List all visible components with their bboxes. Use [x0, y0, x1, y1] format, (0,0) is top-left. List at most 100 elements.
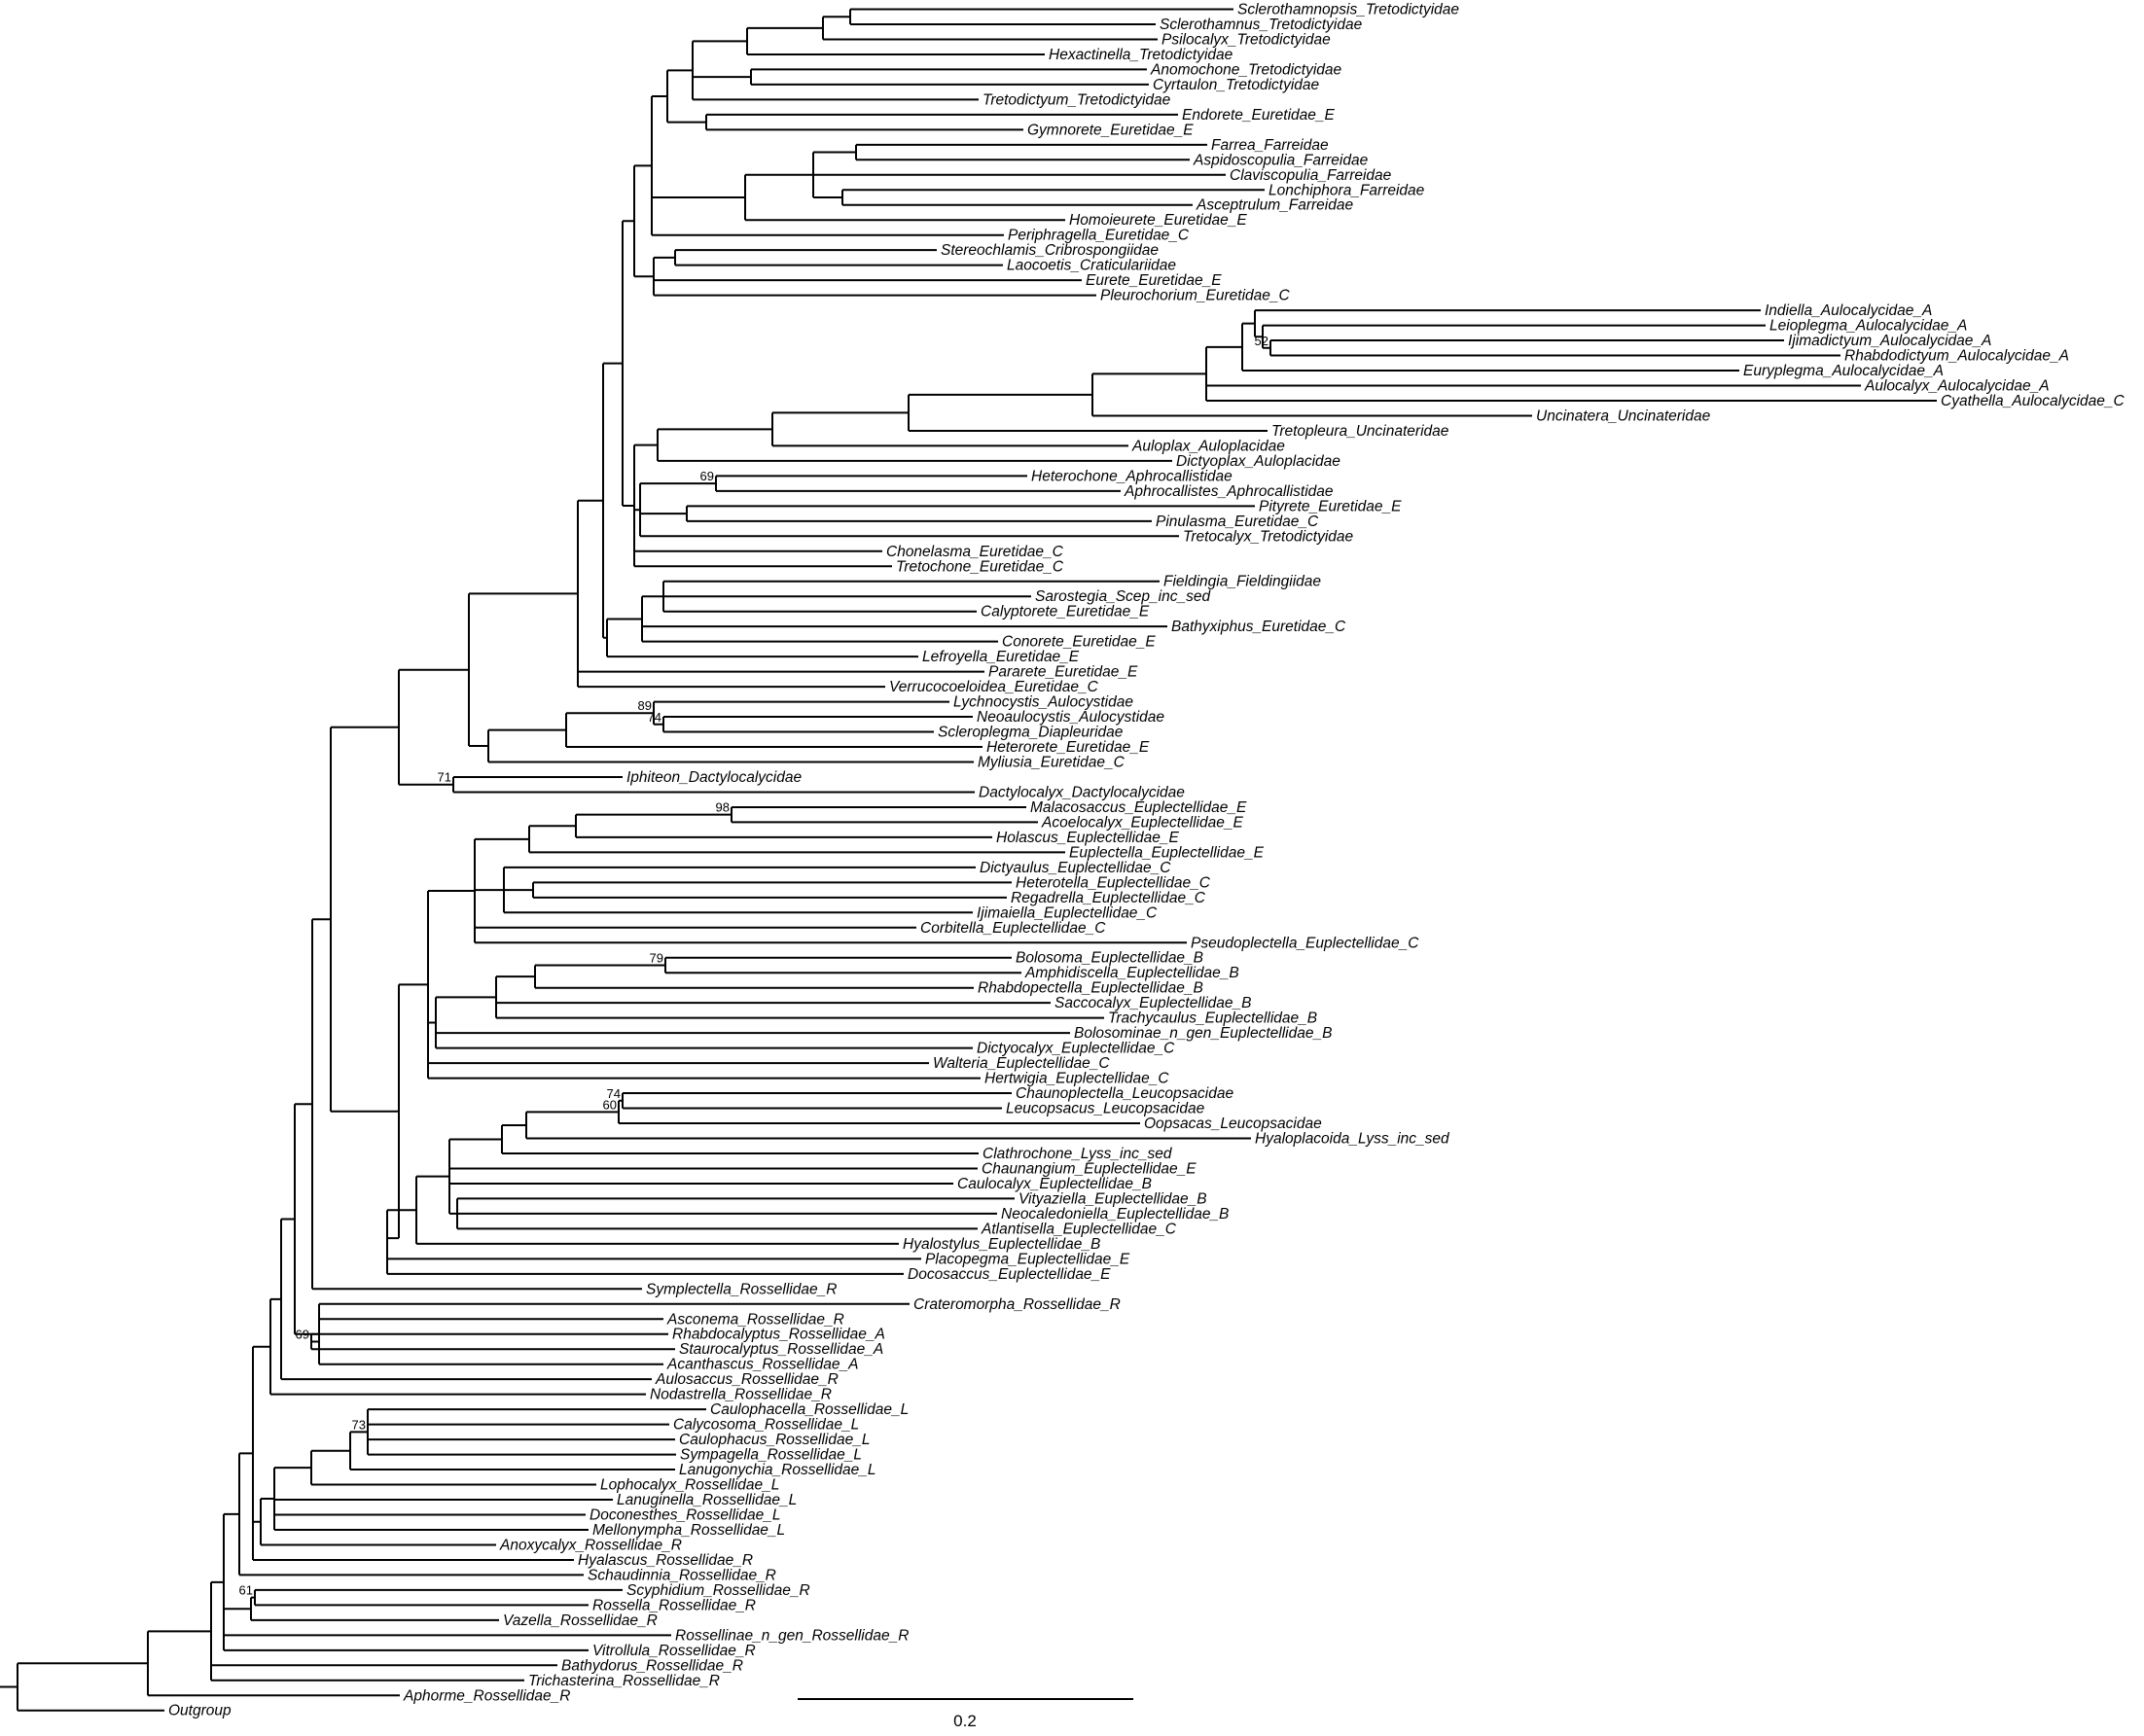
- internal-branch: [295, 919, 313, 1290]
- tip-label: Hyalascus_Rossellidae_R: [578, 1552, 753, 1569]
- tip-label: Homoieurete_Euretidae_E: [1069, 212, 1247, 229]
- tip-label: Endorete_Euretidae_E: [1182, 107, 1336, 124]
- tip-label: Aulocalyx_Aulocalycidae_A: [1864, 378, 2050, 395]
- tip-label: Regadrella_Euplectellidae_C: [1011, 890, 1206, 906]
- tip-label: Heterorete_Euretidae_E: [986, 739, 1150, 756]
- internal-branch: [239, 1346, 254, 1560]
- internal-branch: [386, 1210, 399, 1267]
- internal-branch: [1242, 310, 1256, 337]
- tip-label: Auloplax_Auloplacidae: [1131, 438, 1285, 454]
- internal-branch: [428, 997, 437, 1048]
- tip-label: Rhabdocalyptus_Rossellidae_A: [672, 1327, 885, 1343]
- tip-label: Uncinatera_Uncinateridae: [1536, 407, 1711, 424]
- tip-label: Dictyaulus_Euplectellidae_C: [980, 860, 1171, 876]
- internal-branch: [658, 412, 773, 446]
- tip-label: Caulocalyx_Euplectellidae_B: [957, 1176, 1152, 1192]
- tip-label: Acoelocalyx_Euplectellidae_E: [1041, 814, 1243, 831]
- bootstrap-value: 69: [700, 469, 714, 483]
- scale-bar-label: 0.2: [953, 1712, 977, 1730]
- internal-branch: [535, 957, 666, 974]
- internal-branch: [253, 1298, 271, 1395]
- tip-label: Euryplegma_Aulocalycidae_A: [1743, 363, 1944, 379]
- tip-label: Amphidiscella_Euplectellidae_B: [1024, 965, 1239, 981]
- tip-label: Tretodictyum_Tretodictyidae: [983, 91, 1171, 108]
- internal-branch: [566, 701, 655, 725]
- internal-branch: [667, 41, 694, 100]
- tip-label: Bathyxiphus_Euretidae_C: [1171, 619, 1346, 635]
- tip-label: Asconema_Rossellidae_R: [666, 1311, 844, 1328]
- bootstrap-value: 69: [296, 1327, 309, 1341]
- bootstrap-value: 60: [603, 1097, 617, 1112]
- internal-branch: [399, 891, 429, 1079]
- tip-label: Lefroyella_Euretidae_E: [922, 649, 1080, 665]
- tip-label: Lanuginella_Rossellidae_L: [617, 1492, 797, 1508]
- tip-label: Chaunoplectella_Leucopsacidae: [1016, 1085, 1233, 1102]
- tip-label: Holascus_Euplectellidae_E: [996, 830, 1180, 846]
- bootstrap-value: 89: [638, 698, 652, 713]
- tip-label: Aphrocallistes_Aphrocallistidae: [1124, 483, 1334, 500]
- internal-branch: [634, 483, 641, 537]
- tip-label: Lophocalyx_Rossellidae_L: [600, 1477, 779, 1494]
- internal-branch: [18, 1631, 149, 1696]
- tip-label: Dictyocalyx_Euplectellidae_C: [977, 1041, 1175, 1057]
- internal-branch: [603, 221, 624, 506]
- tip-label: Tretochone_Euretidae_C: [896, 558, 1064, 575]
- tip-label: Vitrollula_Rossellidae_R: [592, 1643, 756, 1659]
- tip-label: Malacosaccus_Euplectellidae_E: [1030, 799, 1247, 816]
- tip-label: Rossella_Rossellidae_R: [592, 1597, 756, 1613]
- internal-branch: [496, 965, 536, 988]
- tip-label: Neocaledoniella_Euplectellidae_B: [1001, 1206, 1229, 1222]
- internal-branch: [261, 1468, 275, 1530]
- internal-branch: [428, 838, 476, 943]
- internal-branch: [312, 726, 332, 1112]
- tip-label: Symplectella_Rossellidae_R: [646, 1281, 837, 1297]
- internal-branch: [578, 363, 604, 638]
- internal-branch: [607, 596, 643, 642]
- internal-branch: [211, 1513, 225, 1650]
- bootstrap-value: 61: [239, 1583, 253, 1598]
- internal-branch: [654, 717, 664, 732]
- internal-branch: [281, 1104, 296, 1334]
- internal-branch: [909, 373, 1093, 416]
- tip-label: Neoaulocystis_Aulocystidae: [977, 709, 1164, 726]
- internal-branch: [640, 476, 717, 491]
- internal-branch: [642, 581, 664, 612]
- tip-label: Iphiteon_Dactylocalycidae: [626, 769, 802, 786]
- tip-label: Hexactinella_Tretodictyidae: [1049, 47, 1233, 63]
- tip-label: Chaunangium_Euplectellidae_E: [982, 1160, 1197, 1177]
- tip-label: Pararete_Euretidae_E: [988, 664, 1138, 681]
- internal-branch: [488, 713, 567, 748]
- internal-branch: [693, 69, 752, 85]
- tip-label: Bathydorus_Rossellidae_R: [561, 1657, 743, 1674]
- tip-label: Gymnorete_Euretidae_E: [1027, 122, 1194, 138]
- tip-label: Verrucocoeloidea_Euretidae_C: [889, 679, 1099, 695]
- internal-branch: [224, 1597, 252, 1620]
- tree-branches: [0, 8, 1937, 1712]
- tip-label: Sympagella_Rossellidae_L: [680, 1447, 862, 1464]
- internal-branch: [449, 1124, 503, 1153]
- internal-branch: [416, 1139, 450, 1214]
- bootstrap-value: 98: [716, 800, 730, 815]
- tip-label: Cyathella_Aulocalycidae_C: [1941, 393, 2126, 409]
- tip-label: Scleroplegma_Diapleuridae: [938, 725, 1124, 741]
- internal-branch: [387, 1176, 417, 1244]
- tip-label: Pseudoplectella_Euplectellidae_C: [1191, 935, 1419, 951]
- internal-branch: [1263, 340, 1271, 356]
- tip-label: Ijimadictyum_Aulocalycidae_A: [1788, 333, 1991, 349]
- tip-label: Nodastrella_Rossellidae_R: [650, 1387, 832, 1403]
- bootstrap-value: 71: [438, 770, 451, 785]
- tip-label: Sarostegia_Scep_inc_sed: [1035, 588, 1211, 605]
- internal-branch: [603, 619, 608, 657]
- tip-label: Anoxycalyx_Rossellidae_R: [499, 1537, 682, 1553]
- internal-branch: [619, 1093, 624, 1109]
- internal-branch: [274, 1450, 312, 1485]
- tip-label: Heterotella_Euplectellidae_C: [1016, 874, 1211, 891]
- tip-label: Cyrtaulon_Tretodictyidae: [1153, 77, 1320, 93]
- internal-branch: [1255, 325, 1264, 348]
- tip-label: Pinulasma_Euretidae_C: [1156, 514, 1319, 530]
- tip-label: Fieldingia_Fieldingiidae: [1163, 574, 1321, 590]
- tip-label: Asceptrulum_Farreidae: [1196, 197, 1353, 214]
- internal-branch: [331, 984, 400, 1239]
